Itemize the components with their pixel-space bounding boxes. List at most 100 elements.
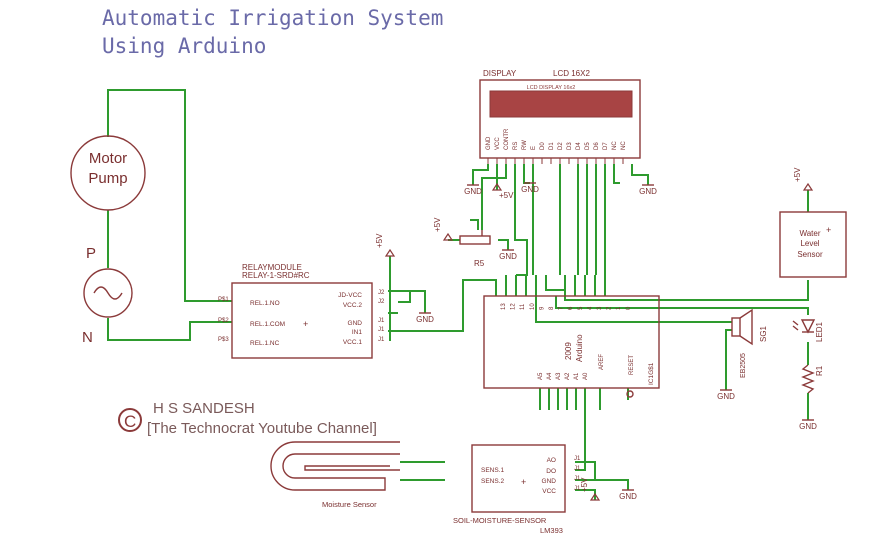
resistor-label: R1 bbox=[815, 365, 824, 376]
relay-pin-jd-vcc: JD-VCC bbox=[338, 292, 362, 299]
moisture-module-part: LM393 bbox=[540, 526, 563, 535]
moisture-probe: Moisture Sensor bbox=[270, 441, 400, 509]
water-sensor-line-3: Sensor bbox=[797, 250, 823, 259]
arduino-digital-pin-label: 7 bbox=[559, 306, 565, 310]
lcd-pin-label: RS bbox=[513, 142, 519, 150]
vcc-symbol: +5V bbox=[433, 217, 454, 241]
lcd-pin-label: E bbox=[531, 146, 537, 150]
gnd-symbol: GND bbox=[639, 184, 657, 196]
arduino-analog-pin-label: A1 bbox=[574, 372, 580, 380]
wires bbox=[107, 89, 809, 500]
buzzer: SG1 EB2505 bbox=[731, 308, 768, 378]
arduino-digital-pin-label: 5 bbox=[578, 306, 584, 310]
arduino-digital-pin-label: 8 bbox=[549, 306, 555, 310]
lcd-pin-label: D2 bbox=[558, 142, 564, 150]
moisture-connector-2: J1 bbox=[574, 466, 581, 472]
arduino-analog-pin-label: A3 bbox=[556, 372, 562, 380]
vcc-symbol: +5V bbox=[580, 477, 601, 501]
gnd-label: GND bbox=[416, 315, 434, 324]
lcd-pin-label: GND bbox=[486, 136, 492, 150]
moisture-pin-do: DO bbox=[546, 468, 556, 475]
author-logo-letter: C bbox=[124, 412, 136, 431]
lcd-pin-label: D0 bbox=[540, 142, 546, 150]
lcd-pin-label: D5 bbox=[585, 142, 591, 150]
arduino-digital-pin-label: 12 bbox=[511, 303, 517, 310]
arduino-year: 2009 bbox=[564, 342, 573, 360]
vcc-label: +5V bbox=[793, 167, 802, 182]
potentiometer: R5 bbox=[459, 230, 491, 268]
arduino-digital-pin-label: 13 bbox=[501, 303, 507, 310]
relay-connector-r5: J1 bbox=[378, 337, 385, 343]
relay-part: RELAY-1-SRD#RC bbox=[242, 271, 310, 280]
ac-source-p-label: P bbox=[86, 245, 96, 262]
arduino-digital-pin-label: 10 bbox=[530, 303, 536, 310]
gnd-symbol: GND bbox=[416, 312, 434, 324]
water-level-sensor: Water Level Sensor + bbox=[779, 211, 847, 278]
gnd-label: GND bbox=[717, 392, 735, 401]
vcc-label: +5V bbox=[375, 233, 384, 248]
arduino-digital-pin-label: 6 bbox=[568, 306, 574, 310]
vcc-label: +5V bbox=[580, 477, 589, 492]
gnd-label: GND bbox=[639, 187, 657, 196]
ac-source-n-label: N bbox=[82, 329, 93, 346]
author-block: C H S SANDESH [The Technocrat Youtube Ch… bbox=[118, 400, 377, 437]
arduino-reset: RESET bbox=[629, 355, 635, 375]
resistor-r1: R1 bbox=[801, 364, 824, 394]
gnd-symbol: GND bbox=[619, 489, 637, 501]
arduino-analog-pin-label: A2 bbox=[565, 372, 571, 380]
gnd-symbol: GND bbox=[499, 249, 517, 261]
moisture-pin-gnd: GND bbox=[542, 478, 557, 485]
arduino-digital-pin-label: 1 bbox=[616, 306, 622, 310]
lcd-designator: DISPLAY bbox=[483, 69, 517, 78]
moisture-origin: + bbox=[521, 477, 526, 487]
relay-connector-r4: J1 bbox=[378, 327, 385, 333]
arduino-digital-pin-label: 2 bbox=[607, 306, 613, 310]
moisture-pin-sens2: SENS.2 bbox=[481, 478, 505, 485]
buzzer-part: EB2505 bbox=[740, 353, 747, 378]
arduino-digital-pin-label: 11 bbox=[520, 303, 526, 310]
relay-module: RELAYMODULE RELAY-1-SRD#RC REL.1.NO REL.… bbox=[218, 263, 385, 359]
relay-name: RELAYMODULE bbox=[242, 263, 302, 272]
relay-pin-gnd: GND bbox=[348, 320, 363, 327]
arduino-analog-pin-label: A4 bbox=[547, 372, 553, 380]
relay-pin-vcc1: VCC.1 bbox=[343, 339, 363, 346]
gnd-label: GND bbox=[521, 185, 539, 194]
arduino-digital-pin-label: 3 bbox=[597, 306, 603, 310]
motor-pump: Motor Pump bbox=[70, 135, 146, 211]
lcd-pin-label: D1 bbox=[549, 142, 555, 150]
arduino-designator: IC1G$1 bbox=[648, 362, 655, 385]
title-line-1: Automatic Irrigation System bbox=[102, 6, 443, 30]
relay-connector-3: P$3 bbox=[218, 337, 229, 343]
title-line-2: Using Arduino bbox=[102, 34, 266, 58]
relay-pin-nc: REL.1.NC bbox=[250, 340, 280, 347]
relay-origin-mark: + bbox=[303, 319, 308, 329]
arduino-digital-pin-label: 4 bbox=[587, 306, 593, 310]
relay-connector-r3: J1 bbox=[378, 318, 385, 324]
moisture-module-name: SOIL-MOISTURE-SENSOR bbox=[453, 516, 547, 525]
buzzer-label: SG1 bbox=[759, 325, 768, 342]
relay-pin-no: REL.1.NO bbox=[250, 300, 280, 307]
arduino-reset-pin bbox=[626, 390, 634, 398]
gnd-symbol: GND bbox=[717, 389, 735, 401]
relay-connector-2: P$2 bbox=[218, 318, 229, 324]
lcd-pin-label: NC bbox=[621, 141, 627, 150]
lcd-screen-label: LCD DISPLAY 16x2 bbox=[527, 85, 576, 91]
gnd-label: GND bbox=[464, 187, 482, 196]
ac-source: P N bbox=[82, 245, 133, 346]
gnd-label: GND bbox=[619, 492, 637, 501]
pot-label: R5 bbox=[474, 259, 485, 268]
motor-label-line-1: Motor bbox=[89, 150, 127, 167]
moisture-connector-4: J1 bbox=[574, 486, 581, 492]
led: LED1 bbox=[792, 319, 824, 342]
arduino-analog-pin-label: A0 bbox=[583, 372, 589, 380]
lcd-pin-label: D7 bbox=[603, 142, 609, 150]
vcc-label: +5V bbox=[433, 217, 442, 232]
gnd-label: GND bbox=[499, 252, 517, 261]
lcd-type: LCD 16X2 bbox=[553, 69, 590, 78]
lcd-pin-label: RW bbox=[522, 140, 528, 150]
